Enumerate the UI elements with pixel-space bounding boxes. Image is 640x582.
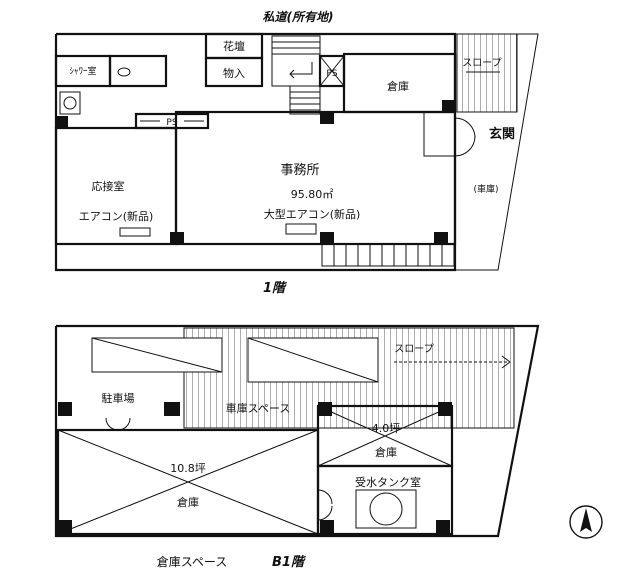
shower-room-label: ｼｬﾜｰ室 [69,65,96,77]
basement-floor-plan: スロープ 駐車場 車庫スペース 10.8坪 倉庫 4.0坪 倉庫 受水タンク室 [54,324,540,570]
office-room [174,110,457,246]
slope-label-b1: スロープ [394,343,433,355]
car-space-label: 車庫スペース [226,401,291,415]
ps-label-2: PS [166,118,177,128]
garage-label: (車庫) [473,183,498,195]
water-tank-icon [369,492,403,526]
basement-floor-label: B1階 [272,554,307,570]
area-large-label: 10.8坪 [170,462,206,475]
floor1-label: 1階 [263,280,288,296]
toilet-room [108,54,168,88]
area-small-label: 4.0坪 [372,422,401,435]
slope-hatch-1f [456,33,518,113]
entrance-label: 玄関 [489,126,515,142]
ps-label-1: PS [326,69,337,79]
reception-room-label: 応接室 [92,179,125,193]
parking-label: 駐車場 [102,391,135,405]
water-tank-room [316,464,454,536]
office-label: 事務所 [280,163,319,178]
large-aircon-icon [285,223,317,235]
north-arrow-icon [569,505,603,539]
road-label: 私道(所有地) [263,10,334,24]
office-area-label: 95.80㎡ [291,188,334,201]
outer-wall-b1 [54,324,540,538]
reception-aircon-label: エアコン(新品) [79,209,154,223]
storage-small-label: 物入 [223,66,245,80]
storage-space-label: 倉庫スペース [157,554,228,569]
warehouse-label: 倉庫 [387,79,409,93]
flower-bed-label: 花壇 [223,39,245,53]
stairs-bottom [321,243,455,267]
water-tank-label: 受水タンク室 [355,475,421,489]
warehouse-large-label: 倉庫 [177,495,199,509]
slope-label-1f: スロープ [462,57,501,69]
storage-small-room [204,56,264,88]
first-floor-plan: 私道(所有地) 花壇 物入 PS [54,10,539,296]
sink-icon [63,96,77,110]
reception-aircon-icon [119,227,151,237]
stairs-top [271,35,321,115]
warehouse-small-label: 倉庫 [375,445,397,459]
outer-wall-1f [54,32,457,272]
toilet-icon [117,67,131,77]
large-aircon-label: 大型エアコン(新品) [264,207,361,221]
